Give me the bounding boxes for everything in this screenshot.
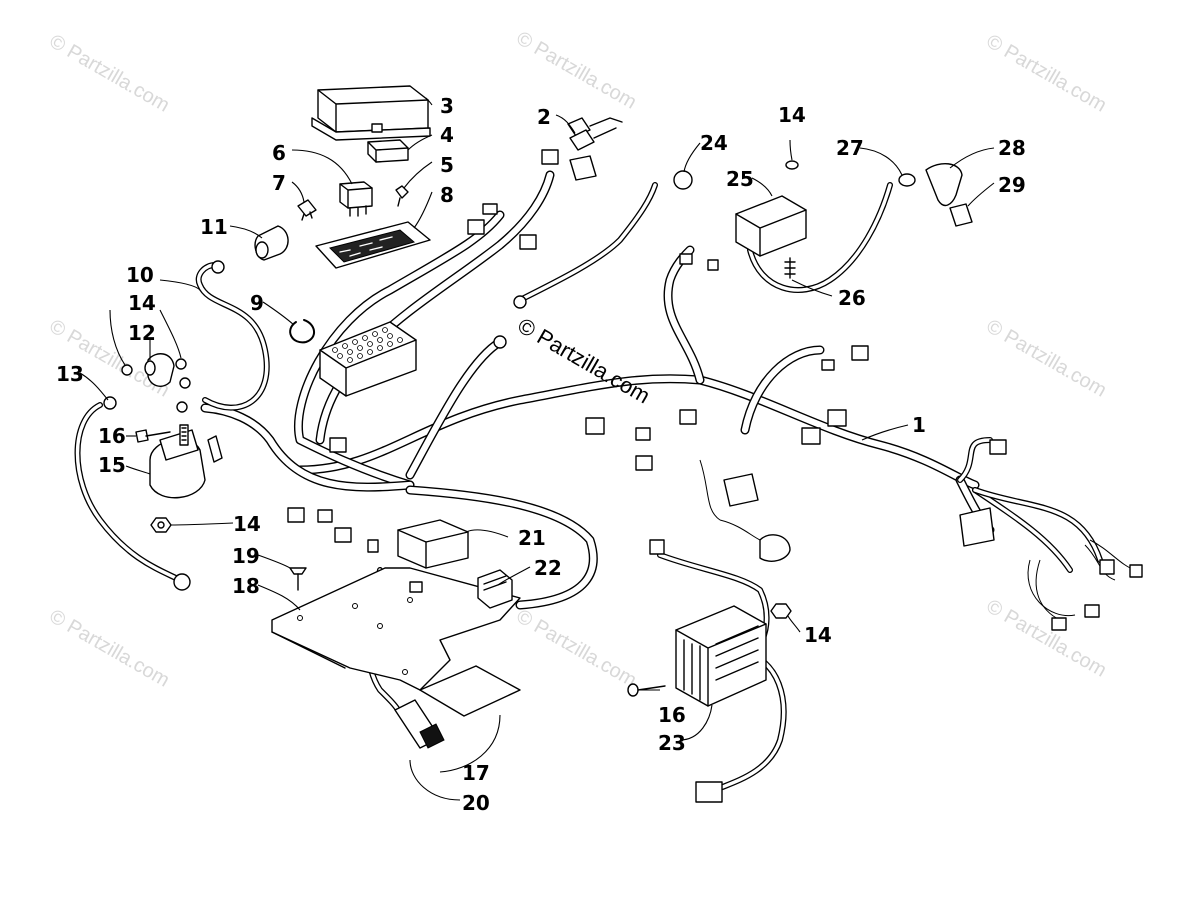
- callout-18: 18: [232, 574, 260, 598]
- callout-29: 29: [998, 173, 1026, 197]
- part-9-clamp: [289, 319, 315, 344]
- part-3-fuse-box-cover: [311, 85, 431, 141]
- callout-2: 2: [537, 105, 551, 129]
- watermark-top-center: © Partzilla.com: [513, 27, 641, 113]
- callout-12: 12: [128, 321, 156, 345]
- callout-4: 4: [440, 123, 454, 147]
- callout-14-b: 14: [233, 512, 261, 536]
- part-6-relay: [339, 181, 373, 217]
- callout-7: 7: [272, 171, 286, 195]
- callout-17: 17: [462, 761, 490, 785]
- callout-23: 23: [658, 731, 686, 755]
- part-12-terminal-boot: [144, 353, 175, 387]
- callout-26: 26: [838, 286, 866, 310]
- part-14-nut-2: [770, 603, 792, 619]
- part-11-terminal-boot: [254, 225, 289, 261]
- callout-labels: 1 2 3 4 5 6 7 8 9 10 11 12 13 14 14 14 1…: [56, 94, 1026, 815]
- watermark-bottom-left: © Partzilla.com: [46, 605, 174, 691]
- callout-8: 8: [440, 183, 454, 207]
- watermark-mid-right: © Partzilla.com: [983, 315, 1111, 401]
- callout-21: 21: [518, 526, 546, 550]
- callout-24: 24: [700, 131, 728, 155]
- part-20-sensor: [394, 699, 445, 749]
- part-15-starter-solenoid: [149, 424, 223, 499]
- watermark-top-right: © Partzilla.com: [983, 30, 1111, 116]
- callout-13: 13: [56, 362, 84, 386]
- part-14-nut: [150, 517, 172, 533]
- callout-14-a: 14: [128, 291, 156, 315]
- callout-16-a: 16: [98, 424, 126, 448]
- part-27-grommet: [898, 173, 916, 187]
- part-8-fuse-panel: [315, 221, 431, 269]
- part-2-connector-pin: [569, 127, 617, 151]
- part-22-connector: [477, 569, 513, 609]
- callout-11: 11: [200, 215, 228, 239]
- callout-22: 22: [534, 556, 562, 580]
- callout-10: 10: [126, 263, 154, 287]
- part-16-screw: [135, 429, 171, 443]
- main-wiring-harness: [200, 170, 995, 610]
- harness-thin-cables: [74, 182, 1136, 791]
- callout-20: 20: [462, 791, 490, 815]
- part-7-fuse: [297, 199, 317, 221]
- harness-connectors: [287, 117, 1143, 803]
- callout-27: 27: [836, 136, 864, 160]
- callout-14-d: 14: [778, 103, 806, 127]
- ring-terminals: [103, 170, 693, 591]
- callout-5: 5: [440, 153, 454, 177]
- part-18-mounting-plate: [271, 567, 521, 691]
- part-16-screw-2: [627, 683, 666, 697]
- watermark-bottom-center: © Partzilla.com: [513, 605, 641, 691]
- callout-3: 3: [440, 94, 454, 118]
- callout-19: 19: [232, 544, 260, 568]
- part-25-ignition-coil: [735, 195, 807, 279]
- callout-15: 15: [98, 453, 126, 477]
- callout-28: 28: [998, 136, 1026, 160]
- callout-25: 25: [726, 167, 754, 191]
- part-14-washer: [785, 160, 799, 170]
- part-17-decal: [419, 665, 521, 717]
- part-28-spark-plug-boot: [925, 163, 963, 207]
- harness-fuse-block: [319, 321, 417, 397]
- part-19-screw: [289, 567, 307, 591]
- watermark-top-left: © Partzilla.com: [46, 30, 174, 116]
- part-23-voltage-regulator: [675, 605, 767, 707]
- callout-16-b: 16: [658, 703, 686, 727]
- part-21-module: [397, 519, 469, 569]
- callout-1: 1: [912, 413, 926, 437]
- part-5-fuse: [395, 185, 409, 207]
- part-29-cap: [949, 203, 973, 227]
- callout-9: 9: [250, 291, 264, 315]
- callout-14-c: 14: [804, 623, 832, 647]
- leader-lines: [79, 97, 995, 801]
- callout-6: 6: [272, 141, 286, 165]
- part-4-relay: [367, 139, 409, 163]
